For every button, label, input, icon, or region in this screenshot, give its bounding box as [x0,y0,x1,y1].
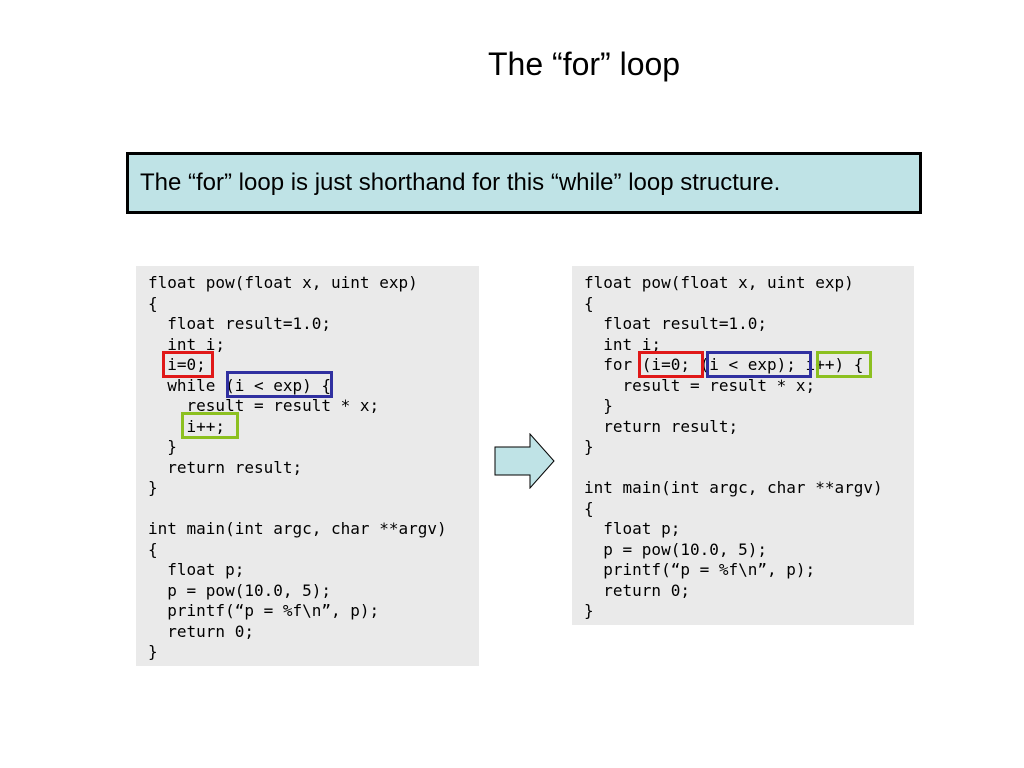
code-line [148,499,447,520]
code-line: { [584,293,594,313]
code-line: } [148,642,158,661]
code-line: result = result * x; [584,375,816,395]
code-line: printf(“p = %f\n”, p); [584,560,816,579]
code-line: printf(“p = %f\n”, p); [148,601,380,620]
code-line: i=0; [148,355,206,374]
code-line: i++; [148,416,226,436]
code-line: { [148,539,158,559]
code-line: return result; [148,457,303,477]
code-line: result = result * x; [148,396,380,415]
code-line: int main(int argc, char **argv) [584,478,883,497]
code-line: } [584,437,594,456]
code-line: { [148,293,158,313]
code-line: p = pow(10.0, 5); [584,539,768,559]
right-arrow-icon [494,433,555,489]
callout-text: The “for” loop is just shorthand for thi… [140,169,781,196]
code-line: } [148,478,158,497]
code-line: float result=1.0; [584,314,768,333]
code-line: } [584,601,594,620]
code-line: { [584,498,594,518]
code-line: return result; [584,416,739,436]
code-line [584,458,883,479]
callout-box: The “for” loop is just shorthand for thi… [126,152,922,214]
code-line: } [584,396,613,415]
code-line: int i; [584,334,662,354]
code-line: float result=1.0; [148,314,332,333]
code-line: float p; [148,560,245,579]
code-line: float p; [584,519,681,538]
code-line: return 0; [148,621,254,641]
code-line: for (i=0; (i < exp); i++) { [584,355,864,374]
slide-title: The “for” loop [488,46,681,82]
while-loop-code-panel: float pow(float x, uint exp) { float res… [136,266,479,666]
for-loop-code-panel: float pow(float x, uint exp) { float res… [572,266,914,625]
code-line: float pow(float x, uint exp) [584,273,854,292]
code-line: p = pow(10.0, 5); [148,580,332,600]
code-line: int main(int argc, char **argv) [148,519,447,538]
code-line: while (i < exp) { [148,375,332,395]
code-line: return 0; [584,580,690,600]
code-line: int i; [148,334,226,354]
code-line: float pow(float x, uint exp) [148,273,418,292]
code-line: } [148,437,177,456]
